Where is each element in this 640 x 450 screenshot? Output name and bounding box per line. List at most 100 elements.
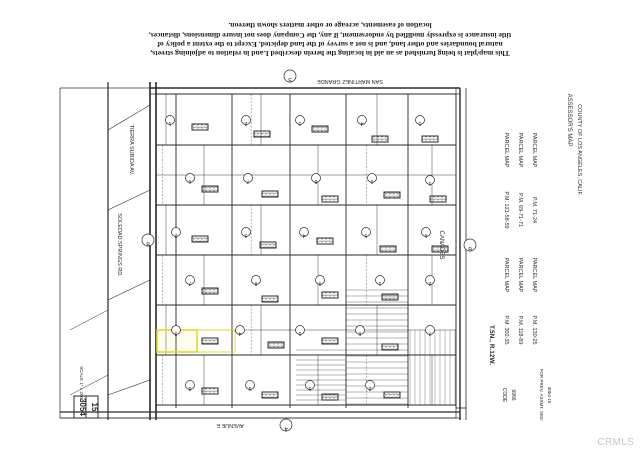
parcel-annotation	[421, 135, 439, 143]
block-number: 6	[468, 245, 472, 252]
page-number: 15	[90, 403, 99, 412]
parcel-map-label: PARCEL MAP	[517, 133, 523, 168]
parcel-annotation	[201, 337, 219, 345]
parcel-number: 3	[298, 120, 301, 126]
parcel-annotation	[191, 123, 209, 131]
block-number-circle	[421, 227, 431, 237]
block-number: 8	[146, 240, 150, 247]
boundary-line	[107, 379, 151, 396]
parcel-number: 6	[424, 232, 427, 238]
block-number-circle	[367, 173, 377, 183]
parcel-number: 5	[298, 330, 301, 336]
block-number: 4	[284, 425, 288, 432]
block-number-circle	[171, 227, 181, 237]
parcel-number: 9	[248, 385, 251, 391]
parcel-annotation	[311, 125, 329, 133]
parcel-number: 9	[370, 178, 373, 184]
parcel-annotation	[261, 295, 279, 303]
parcel-annotation	[381, 293, 399, 301]
parcel-annotation	[383, 391, 401, 399]
parcel-annotation	[321, 291, 339, 299]
parcel-annotation	[379, 245, 397, 253]
block-number-circle	[425, 275, 435, 285]
parcel-map-ref: P.M. 69-71-71	[517, 193, 523, 227]
parcel-map-ref: P.M. 302-35	[503, 315, 509, 344]
parcel-annotation	[321, 195, 339, 203]
street-label: AVENUE E	[216, 422, 244, 428]
block-number-circle	[361, 227, 371, 237]
parcel-number: 2	[174, 232, 177, 238]
block-number-circle	[315, 275, 325, 285]
block-number-circle	[295, 325, 305, 335]
parcel-number: 7	[246, 178, 249, 184]
parcel-annotation	[201, 185, 219, 193]
parcel-number: 7	[428, 330, 431, 336]
parcel-number: 9	[318, 280, 321, 286]
prev-assmt-label: FOR PREV. ASSMT. SEE:	[539, 369, 544, 422]
book-number: 3054	[78, 398, 87, 416]
parcel-annotation	[381, 343, 399, 351]
parcel-map-ref: P.M. 121-58-59	[503, 191, 509, 228]
block-number-circle	[141, 233, 155, 247]
block-number-circle	[365, 380, 375, 390]
block-number-circle	[311, 173, 321, 183]
parcel-number: 2	[244, 120, 247, 126]
county-label: COUNTY OF LOS ANGELES, CALIF.	[576, 104, 582, 196]
street-label: CANADES	[438, 230, 444, 259]
code-value: 6966	[510, 389, 516, 400]
subject-parcel-outline	[196, 329, 236, 353]
parcel-annotation	[201, 287, 219, 295]
block-number-circle	[425, 325, 435, 335]
parcel-number: 1	[168, 120, 171, 126]
block-number-circle	[243, 173, 253, 183]
parcel-number: 3	[174, 330, 177, 336]
boundary-line	[107, 279, 151, 301]
parcel-map-ref: P.M. 118-89	[517, 316, 523, 345]
parcel-annotation	[316, 237, 334, 245]
boundary-line	[69, 309, 109, 331]
parcel-annotation	[267, 341, 285, 349]
boundary-line	[69, 374, 109, 396]
parcel-map-label: PARCEL MAP	[517, 258, 523, 293]
parcel-annotation	[431, 245, 449, 253]
block-number-circle	[463, 238, 477, 252]
parcel-number: 8	[254, 280, 257, 286]
block-number-circle	[279, 418, 293, 432]
parcel-annotation	[261, 391, 279, 399]
boundary-line	[107, 104, 151, 131]
parcel-number: 6	[188, 178, 191, 184]
parcel-number: 4	[360, 120, 363, 126]
block-number-circle	[251, 275, 261, 285]
block-number-circle	[375, 275, 385, 285]
block-number-circle	[241, 227, 251, 237]
parcel-map-ref: P.M. 71-24	[531, 197, 537, 223]
township-label: T.5N., R.12W.	[488, 325, 495, 365]
parcel-map-label: PARCEL MAP	[503, 258, 509, 293]
boundary-line	[107, 189, 151, 211]
block-number: 5	[288, 76, 292, 83]
parcel-annotation	[259, 241, 277, 249]
parcel-number: 5	[364, 232, 367, 238]
block-number-circle	[295, 115, 305, 125]
parcel-map-label: PARCEL MAP	[531, 133, 537, 168]
parcel-map-label: PARCEL MAP	[531, 258, 537, 293]
parcel-number: 8	[188, 385, 191, 391]
parcel-number: 7	[188, 280, 191, 286]
parcel-number: 2	[428, 280, 431, 286]
block-number-circle	[171, 325, 181, 335]
parcel-number: 1	[378, 280, 381, 286]
block-number-circle	[355, 325, 365, 335]
parcel-annotation	[253, 130, 271, 138]
block-number-circle	[415, 115, 425, 125]
block-number-circle	[283, 69, 297, 83]
block-number-circle	[425, 175, 435, 185]
parcel-number: 6	[358, 330, 361, 336]
parcel-annotation	[261, 190, 279, 198]
block-number-circle	[185, 275, 195, 285]
parcel-number: 1	[428, 180, 431, 186]
parcel-annotation	[429, 195, 447, 203]
street-label: TIERRA SUBIDA AV.	[128, 125, 134, 176]
block-number-circle	[235, 325, 245, 335]
